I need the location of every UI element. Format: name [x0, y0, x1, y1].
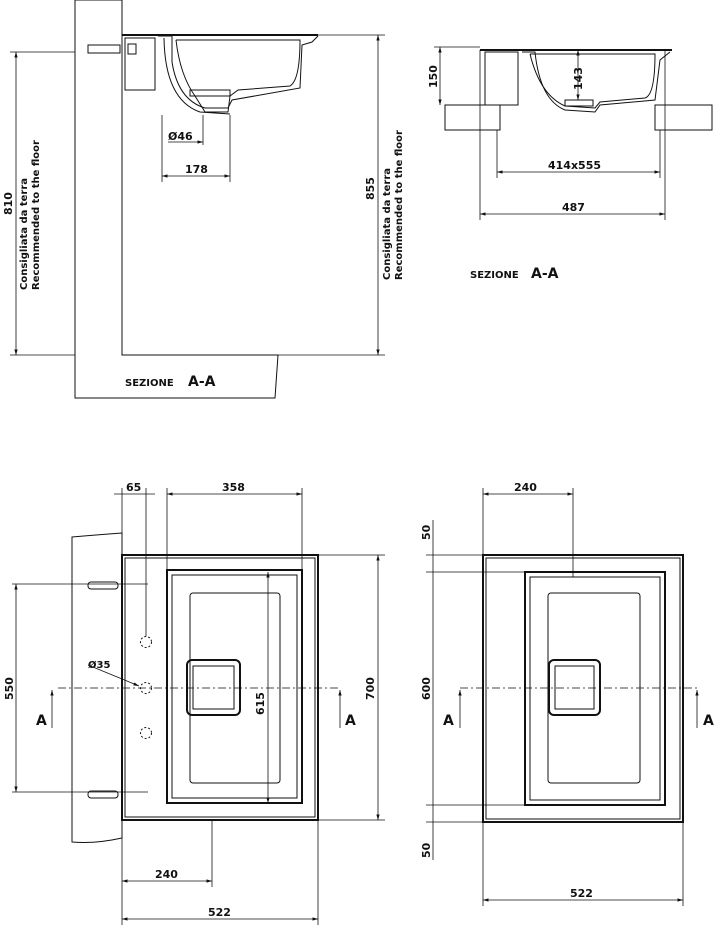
- section-label: SEZIONE: [125, 378, 174, 389]
- counter-plan-view: 240 50 600 50 A A 522: [420, 481, 714, 906]
- countertop-right: [654, 104, 713, 131]
- section-label-2: SEZIONE: [470, 270, 519, 281]
- drain-grate: [186, 659, 241, 716]
- dim-cutout: 414x555: [548, 159, 601, 172]
- dim-basin-length: 615: [254, 692, 267, 715]
- dim-width-487: 487: [562, 201, 585, 214]
- countertop-left: [444, 104, 501, 131]
- dim-tap-offset: 65: [126, 481, 141, 494]
- dim-height-150: 150: [427, 65, 440, 88]
- dim-cutout-length: 600: [420, 677, 433, 700]
- fixing-bolt-top: [87, 581, 119, 590]
- section-marker-left: A: [36, 713, 47, 729]
- dim-floor-height-810: 810: [2, 192, 15, 215]
- dim-width-522: 522: [208, 906, 231, 919]
- wall-section-view: Ø46 178 810 Consigliata da terra Recomme…: [2, 0, 405, 399]
- dim-floor-height-855: 855: [364, 177, 377, 200]
- sink-section: [87, 34, 319, 115]
- dim-drain-offset-counter: 240: [514, 481, 537, 494]
- note-recommended-it-2: Consigliata da terra: [382, 168, 393, 280]
- dim-fixing-spacing: 550: [3, 677, 16, 700]
- dim-margin-bottom: 50: [420, 842, 433, 858]
- note-recommended-it: Consigliata da terra: [19, 178, 30, 290]
- tap-hole-optional-top: [140, 636, 152, 648]
- dim-tap-hole: Ø35: [88, 659, 110, 671]
- wall-plan-view: Ø35 65 358 550 700 615 A A 240 522: [3, 481, 385, 925]
- wall-hatch: [74, 0, 279, 399]
- tap-hole-optional-bottom: [140, 727, 152, 739]
- dim-margin-top: 50: [420, 524, 433, 540]
- counter-section-view: 150 143 414x555 487 SEZIONE A-A: [427, 46, 713, 282]
- dim-basin-depth: 143: [572, 67, 585, 90]
- fixing-bolt-bottom: [87, 790, 119, 799]
- dim-depth-700: 700: [364, 677, 377, 700]
- note-recommended-en-2: Recommended to the floor: [394, 130, 405, 280]
- section-marker-right: A: [345, 713, 356, 729]
- dim-drain-offset: 178: [185, 163, 208, 176]
- section-id: A-A: [188, 374, 216, 390]
- dim-drain-offset-plan: 240: [155, 868, 178, 881]
- section-marker-right-2: A: [703, 713, 714, 729]
- section-marker-left-2: A: [443, 713, 454, 729]
- drain-grate-2: [548, 659, 601, 716]
- section-id-2: A-A: [531, 266, 559, 282]
- dim-drain-diameter: Ø46: [168, 130, 193, 143]
- dim-basin-width: 358: [222, 481, 245, 494]
- dim-width-522-2: 522: [570, 887, 593, 900]
- note-recommended-en: Recommended to the floor: [31, 140, 42, 290]
- wall-anchor-bolt: [87, 44, 121, 54]
